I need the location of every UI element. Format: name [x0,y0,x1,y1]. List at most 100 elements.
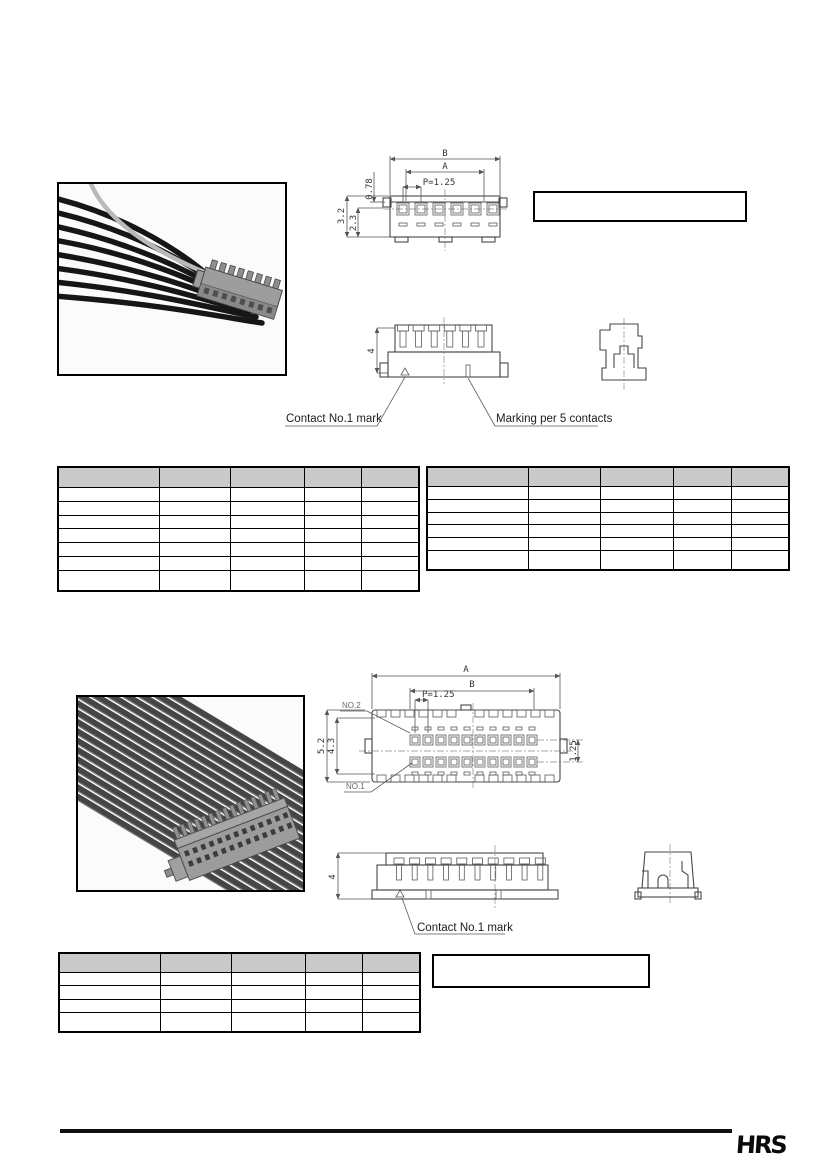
cavity-grid [409,726,538,776]
table-header-cell [426,466,529,487]
contact-no1-callout: Contact No.1 mark [417,922,513,934]
leader-lines [340,710,413,793]
table-cell [426,550,529,571]
marking-callout: Marking per 5 contacts [496,413,613,425]
leader-lines [285,376,598,427]
table-cell [58,985,161,1000]
table-header-cell [230,466,305,489]
connector-housing [163,787,301,882]
table-row [58,998,421,1013]
drawing-front-view-single-row: B A P=1.25 0.78 3.2 2.3 [337,149,508,251]
table-cell [304,972,364,987]
table-cell [426,485,529,500]
table-cell [57,528,160,544]
table-header-cell [159,952,233,974]
table-cell [362,985,421,1000]
table-cell [231,985,306,1000]
table-cell [599,550,675,571]
table-cell [361,542,420,557]
table-cell [361,569,420,592]
photo2-illustration [78,697,303,890]
table-cell [361,528,420,544]
dim-52-label: 5.2 [317,738,327,754]
parts-table-bottom [58,952,421,1033]
table-cell [527,498,601,513]
table-cell [361,500,420,516]
dim-23-label: 2.3 [349,215,359,231]
pitch-label: P=1.25 [422,690,455,700]
table-header-cell [304,952,364,974]
table-cell [362,972,421,987]
table-row [426,498,790,513]
product-photo-discrete-wire-connector [57,182,287,376]
table-cell [673,524,733,539]
leader-lines [401,897,505,935]
connector-housing [192,259,284,320]
table-cell [58,998,161,1013]
table-row [57,500,420,516]
table-header-cell [673,466,733,487]
table-row [58,972,421,987]
table-row [58,985,421,1000]
table-cell [303,542,363,557]
table-header-cell [527,466,601,487]
polarizing-teeth [376,709,555,783]
dim-a-label: A [442,162,448,172]
table-cell [230,542,305,557]
table-cell [361,555,420,571]
table-cell [527,485,601,500]
table-row [57,569,420,592]
table-header-cell [362,952,421,974]
table-header-cell [731,466,790,487]
table-cell [57,569,160,592]
table-row [426,537,790,552]
table-row [58,1011,421,1033]
housing-outline [371,852,559,900]
table-header-cell [158,466,232,489]
table-cell [527,550,601,571]
table-cell [673,485,733,500]
hrs-logo: HRS [735,1131,787,1158]
table-cell [599,485,675,500]
housing-outline [599,323,647,381]
table-cell [673,537,733,552]
housing-outline [382,195,508,243]
table-cell [527,511,601,526]
housing-outline [634,851,702,900]
contact-no1-triangle-mark [400,367,410,376]
table-cell [303,569,363,592]
table-cell [303,528,363,544]
drawing-bottom-view-double-row: 4 Contact No.1 mark [328,845,559,935]
no2-callout: NO.2 [342,701,361,710]
table-cell [673,511,733,526]
table-cell [158,542,232,557]
table-cell [158,555,232,571]
dim-32-label: 3.2 [337,208,347,224]
dim-125-label: 1.25 [569,740,579,762]
table-cell [158,500,232,516]
table-cell [159,985,233,1000]
table-cell [158,528,232,544]
housing-outline [364,704,568,783]
table-cell [527,537,601,552]
table-row [57,487,420,502]
table-cell [599,524,675,539]
table-cell [230,487,305,502]
table-cell [673,498,733,513]
photo1-illustration [59,184,284,326]
pitch-label: P=1.25 [423,178,456,188]
contact-fingers [397,324,487,378]
table-cell [230,528,305,544]
contact-no1-callout: Contact No.1 mark [286,413,382,425]
dim-43-label: 4.3 [327,738,337,754]
table-cell [158,569,232,592]
dim-a-label: A [463,665,469,675]
table-cell [57,542,160,557]
table-cell [57,500,160,516]
drawing-side-view-double-row [634,844,702,905]
table-cell [599,498,675,513]
dimension-lines [344,156,501,238]
contact-fingers [393,857,546,900]
table-cell [57,487,160,502]
table-cell [303,500,363,516]
